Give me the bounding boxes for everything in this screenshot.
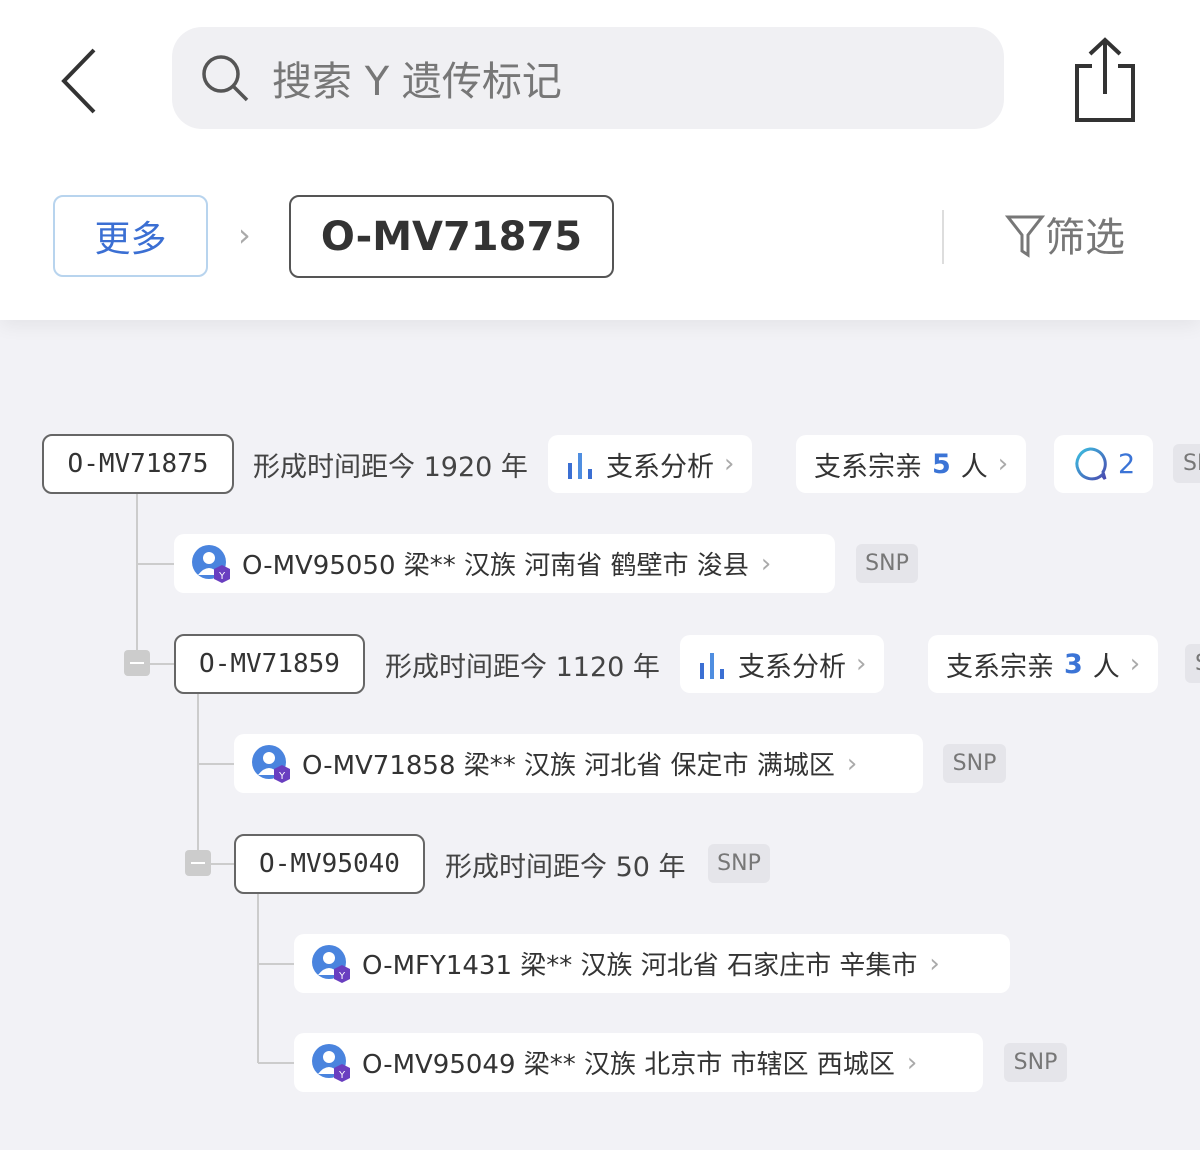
sample-card[interactable]: Y O-MV95050 梁** 汉族 河南省 鹤壁市 浚县 › (174, 534, 835, 593)
search-icon (202, 55, 249, 102)
search-placeholder: 搜索 Y 遗传标记 (272, 59, 562, 105)
back-icon[interactable] (58, 46, 100, 116)
branch-analysis-label: 支系分析 (606, 451, 714, 483)
kin-label: 支系宗亲 (814, 451, 922, 483)
comments-button[interactable]: 2 (1054, 435, 1154, 493)
kin-label: 支系宗亲 (946, 651, 1054, 683)
kin-count: 5 (932, 448, 951, 480)
more-button[interactable]: 更多 (53, 195, 208, 277)
chevron-right-icon: › (929, 948, 940, 979)
filter-label: 筛选 (1045, 215, 1125, 261)
kin-count: 3 (1064, 648, 1083, 680)
bar-chart-icon (700, 653, 724, 679)
chevron-right-icon: › (1129, 649, 1141, 679)
tree-line (136, 493, 138, 663)
branch-analysis-button[interactable]: 支系分析 › (680, 635, 885, 693)
kin-unit: 人 (1092, 651, 1120, 683)
tree-line (197, 693, 199, 863)
snp-badge: SNP (1004, 1043, 1067, 1082)
tree-line (150, 663, 174, 665)
sample-info: O-MFY1431 梁** 汉族 河北省 石家庄市 辛集市 (362, 951, 918, 981)
chevron-right-icon: › (724, 449, 735, 479)
user-avatar-icon: Y (312, 1043, 350, 1082)
formation-age: 形成时间距今 1920 年 (253, 451, 528, 483)
chevron-right-icon: › (856, 649, 867, 679)
tree-line (257, 893, 259, 1063)
snp-badge: SNP (1185, 644, 1200, 683)
snp-badge: SNP (708, 844, 770, 883)
haplogroup-node[interactable]: O-MV95040 (234, 834, 425, 894)
filter-icon (1005, 215, 1045, 258)
branch-analysis-button[interactable]: 支系分析 › (548, 435, 753, 493)
formation-age: 形成时间距今 50 年 (445, 851, 686, 883)
tree-line (137, 563, 174, 565)
haplogroup-node[interactable]: O-MV71859 (174, 634, 365, 694)
branch-analysis-label: 支系分析 (738, 651, 846, 683)
formation-age: 形成时间距今 1120 年 (385, 651, 660, 683)
snp-badge: SNP (856, 544, 918, 583)
snp-badge: SNP (1173, 444, 1200, 483)
comment-count: 2 (1118, 448, 1136, 480)
tree-line (211, 863, 234, 865)
chevron-right-icon: › (846, 748, 858, 779)
share-icon[interactable] (1072, 36, 1138, 124)
snp-badge: SNP (943, 744, 1006, 783)
current-haplogroup-chip[interactable]: O-MV71875 (289, 195, 614, 278)
haplogroup-node[interactable]: O-MV71875 (42, 434, 234, 494)
collapse-icon[interactable] (185, 850, 211, 876)
bar-chart-icon (568, 453, 592, 479)
chevron-right-icon: › (997, 449, 1009, 479)
sample-card[interactable]: Y O-MFY1431 梁** 汉族 河北省 石家庄市 辛集市 › (294, 934, 1010, 993)
svg-text:Y: Y (338, 1070, 346, 1081)
tree-line (258, 963, 294, 965)
kin-unit: 人 (960, 451, 988, 483)
comment-bubble-icon (1075, 447, 1107, 481)
svg-text:Y: Y (278, 771, 286, 782)
chevron-right-icon: › (906, 1047, 918, 1078)
user-avatar-icon: Y (312, 944, 350, 983)
breadcrumb-chevron-icon: › (238, 216, 251, 254)
divider (942, 210, 944, 264)
tree-line (258, 1062, 294, 1064)
sample-info: O-MV71858 梁** 汉族 河北省 保定市 满城区 (302, 751, 835, 781)
collapse-icon[interactable] (124, 650, 150, 676)
sample-card[interactable]: Y O-MV71858 梁** 汉族 河北省 保定市 满城区 › (234, 734, 923, 793)
svg-text:Y: Y (338, 971, 346, 982)
chevron-right-icon: › (760, 548, 772, 579)
sample-info: O-MV95050 梁** 汉族 河南省 鹤壁市 浚县 (242, 551, 749, 581)
filter-button[interactable]: 筛选 (1005, 205, 1125, 263)
user-avatar-icon: Y (252, 744, 290, 783)
sample-card[interactable]: Y O-MV95049 梁** 汉族 北京市 市辖区 西城区 › (294, 1033, 983, 1092)
svg-text:Y: Y (218, 571, 226, 582)
user-avatar-icon: Y (192, 544, 230, 583)
search-input[interactable]: 搜索 Y 遗传标记 (172, 27, 1004, 129)
sample-info: O-MV95049 梁** 汉族 北京市 市辖区 西城区 (362, 1050, 895, 1080)
tree-line (198, 763, 234, 765)
